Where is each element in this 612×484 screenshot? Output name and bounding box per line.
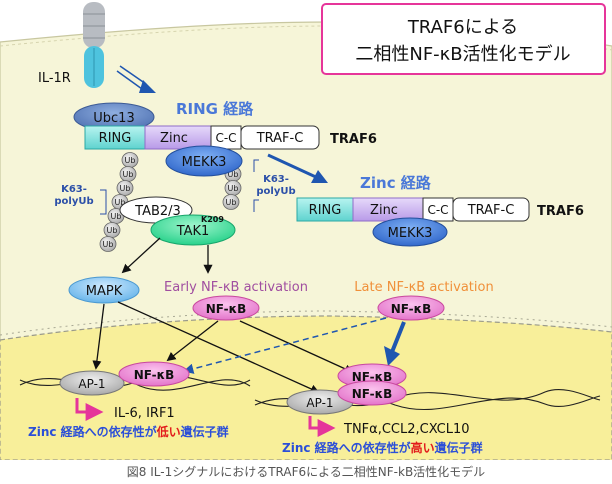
svg-text:TAK1: TAK1 <box>176 224 210 239</box>
zinc-pathway-label: Zinc 経路 <box>360 174 432 192</box>
ub-label: Ub <box>226 198 237 207</box>
svg-text:K63-: K63- <box>61 184 87 195</box>
svg-text:TAB2/3: TAB2/3 <box>134 204 181 219</box>
ub-label: Ub <box>228 170 239 179</box>
svg-text:AP-1: AP-1 <box>306 396 333 410</box>
mapk: MAPK <box>68 276 140 304</box>
transcription-arrow-left <box>75 398 104 421</box>
traf6-left-label: TRAF6 <box>330 132 377 147</box>
svg-text:MAPK: MAPK <box>86 284 123 299</box>
dependency-low: Zinc 経路への依存性が低い遺伝子群 <box>28 424 229 439</box>
svg-text:NF-κB: NF-κB <box>352 370 393 384</box>
mekk3-left: MEKK3 <box>165 145 243 177</box>
zinc-pathway-arrow <box>267 153 328 183</box>
ub-label: Ub <box>111 212 122 221</box>
svg-text:polyUb: polyUb <box>256 186 295 197</box>
svg-text:MEKK3: MEKK3 <box>182 155 227 170</box>
ub-label: Ub <box>107 226 118 235</box>
traf6-left-trafc <box>240 125 320 150</box>
receptor-arrow <box>116 65 156 93</box>
ub-label: Ub <box>115 198 126 207</box>
genes-left: IL-6, IRF1 <box>114 406 175 421</box>
arrow-nfkb-early-right <box>239 320 354 374</box>
svg-text:NF-κB: NF-κB <box>134 368 175 382</box>
nfkb-late: NF-κB <box>377 295 445 321</box>
ub-label: Ub <box>125 156 136 165</box>
il1r-receptor <box>83 2 105 88</box>
svg-text:RING: RING <box>309 203 342 218</box>
title-line2: 二相性NF-κB活性化モデル <box>355 44 570 65</box>
receptor-label: IL-1R <box>38 71 71 86</box>
arrow-tak1-mapk <box>121 237 161 274</box>
svg-text:AP-1: AP-1 <box>78 377 105 391</box>
svg-text:C-C: C-C <box>215 131 236 145</box>
traf6-right: RING Zinc C-C TRAF-C TRAF6 <box>296 197 584 222</box>
ubc13: Ubc13 <box>73 102 155 132</box>
svg-text:NF-κB: NF-κB <box>391 302 432 316</box>
dependency-high: Zinc 経路への依存性が高い遺伝子群 <box>282 440 483 455</box>
ubc13-label: Ubc13 <box>93 111 134 126</box>
nfkb-nucleus-right-bottom: NF-κB <box>337 380 407 406</box>
ub-label: Ub <box>103 240 114 249</box>
k209-label: K209 <box>201 215 224 224</box>
nfkb-nucleus-left: NF-κB <box>118 361 190 387</box>
nfkb-early: NF-κB <box>192 295 260 321</box>
nucleus <box>0 315 612 460</box>
late-activation-label: Late NF-κB activation <box>354 280 493 295</box>
k63-polyub-right: K63- polyUb <box>253 159 296 212</box>
ring-pathway-label: RING 経路 <box>176 100 254 118</box>
tak1: TAK1 K209 <box>150 214 236 246</box>
ub-left-3 <box>116 180 134 196</box>
svg-text:polyUb: polyUb <box>54 196 93 207</box>
traf6-right-trafc <box>452 197 530 222</box>
arrow-nfkb-late-right <box>384 321 406 366</box>
arrow-nfkb-early-left <box>166 320 219 362</box>
svg-text:K63-: K63- <box>263 174 289 185</box>
arrow-nfkb-late-left <box>182 317 387 374</box>
nfkb-nucleus-right-top: NF-κB <box>337 363 407 389</box>
ub-label: Ub <box>123 170 134 179</box>
ub-left-7 <box>99 236 117 252</box>
arrow-mapk-ap1-right <box>117 301 320 394</box>
svg-text:NF-κB: NF-κB <box>352 387 393 401</box>
figure-caption: 図8 IL-1シグナルにおけるTRAF6による二相性NF-kB活性化モデル <box>0 460 612 484</box>
title-box: TRAF6による 二相性NF-κB活性化モデル <box>321 3 606 75</box>
traf6-right-label: TRAF6 <box>537 204 584 219</box>
mekk3-right: MEKK3 <box>372 217 448 247</box>
transcription-arrow-right <box>308 416 336 437</box>
svg-text:TRAF-C: TRAF-C <box>256 131 304 146</box>
svg-text:C-C: C-C <box>427 203 448 217</box>
ub-label: Ub <box>120 184 131 193</box>
svg-text:TRAF-C: TRAF-C <box>467 203 515 218</box>
arrow-mapk-ap1-left <box>92 303 105 370</box>
title-line1: TRAF6による <box>407 17 518 38</box>
traf6-left: RING Zinc C-C TRAF-C TRAF6 <box>84 125 377 150</box>
svg-text:Zinc: Zinc <box>370 203 398 218</box>
svg-text:Zinc: Zinc <box>160 131 188 146</box>
k63-polyub-left: K63- polyUb <box>54 184 107 215</box>
ub-label: Ub <box>228 184 239 193</box>
ap1-left: AP-1 <box>59 370 125 396</box>
ub-right-4 <box>222 194 240 210</box>
svg-text:RING: RING <box>99 131 132 146</box>
svg-text:MEKK3: MEKK3 <box>388 226 433 241</box>
genes-right: TNFα,CCL2,CXCL10 <box>343 422 470 437</box>
svg-text:NF-κB: NF-κB <box>206 302 247 316</box>
early-activation-label: Early NF-κB activation <box>164 280 308 295</box>
